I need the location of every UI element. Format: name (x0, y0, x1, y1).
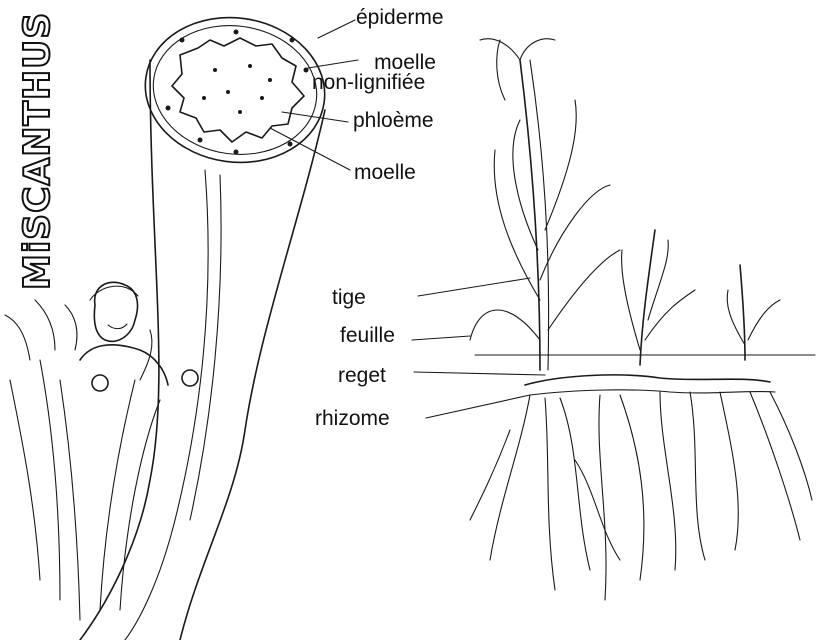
label-feuille: feuille (340, 325, 395, 346)
label-tige: tige (332, 287, 366, 308)
label-moelle-nl-line1: moelle (360, 52, 450, 73)
grass-drawing (5, 300, 160, 620)
person-drawing (80, 282, 198, 391)
label-moelle: moelle (354, 162, 416, 183)
label-epiderme: épiderme (356, 7, 444, 28)
label-moelle-nl-line2: non-lignifiée (312, 72, 425, 93)
plant-leader-lines (412, 278, 545, 418)
label-rhizome: rhizome (315, 408, 390, 429)
stem-section-drawing (80, 6, 334, 640)
label-reget: reget (338, 365, 386, 386)
plant-drawing (470, 39, 815, 600)
section-leader-lines (270, 20, 358, 170)
diagram-title: MiSCANTHUS (8, 230, 268, 290)
label-phloeme: phloème (353, 110, 434, 131)
